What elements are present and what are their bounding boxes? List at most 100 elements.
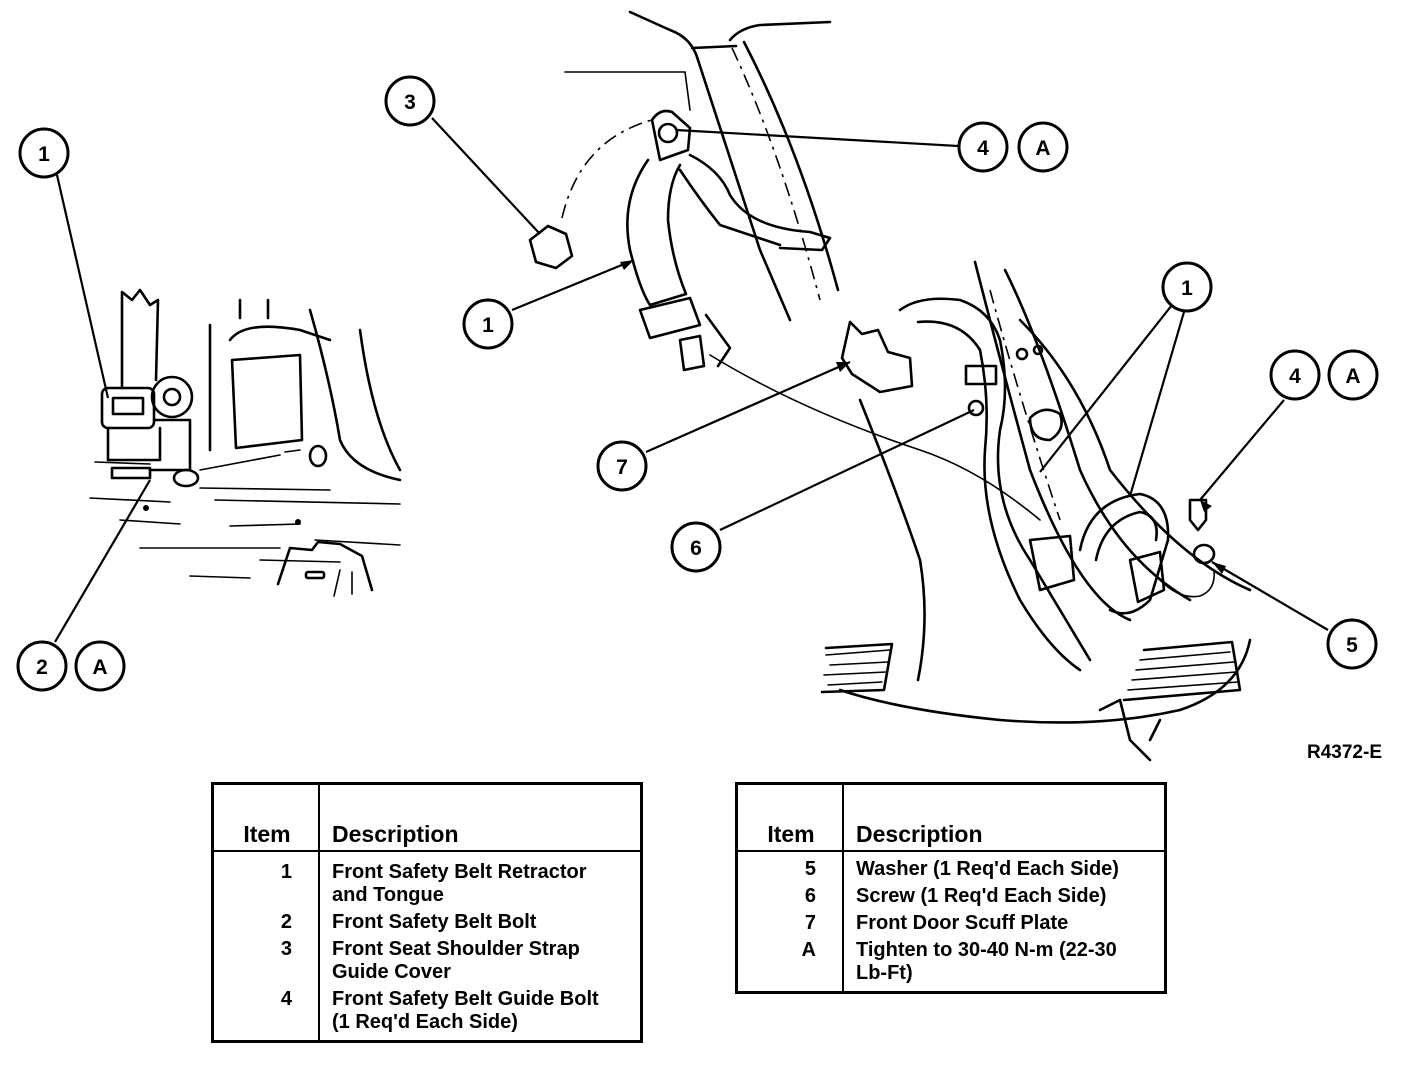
callout-label: 4 [977,137,989,160]
guide-bolt-head [659,124,677,142]
callout-cA-4top: A [1019,123,1067,171]
alignment-line [710,355,1040,520]
retractor-bracket [150,420,190,470]
pillar-rear-edge [744,42,838,290]
floor-nut [310,446,326,466]
description-line: Front Seat Shoulder Strap [332,938,580,960]
callout-label: A [92,656,107,679]
legend-row: 7 Front Door Scuff Plate [736,910,1166,937]
leader-7-arrowhead [836,362,850,372]
item-number: 6 [736,883,844,910]
roof-edge [730,22,830,40]
legend-header-row: Item Description [212,783,642,852]
bolt-axis [200,450,300,470]
description-line: Washer (1 Req'd Each Side) [856,858,1119,880]
legend-row: 5 Washer (1 Req'd Each Side) [736,856,1166,883]
legend-header-row: Item Description [736,783,1166,852]
exploded-view-illustration: 1 2 A 3 1 4 A 7 [0,0,1408,770]
item-number: 5 [736,856,844,883]
callout-label: 1 [482,314,494,337]
lower-retractor [1030,536,1074,590]
lower-anchor-plate [1130,552,1164,602]
floor-hole [295,519,301,525]
lower-belt-loop [1080,494,1168,613]
item-column-header: Item [212,783,320,852]
washer [1194,545,1214,563]
description-line: Guide Cover [332,961,451,983]
callout-c4-right: 4 [1271,351,1319,399]
description-line: Front Safety Belt Retractor [332,861,587,883]
floor-marks [334,570,352,596]
callout-c7: 7 [598,442,646,490]
lower-pillar-edge [860,400,925,680]
leader-1-mid [512,260,634,310]
callout-label: 2 [36,656,48,679]
guide-cover [530,226,572,268]
scuff-plate-left [822,644,892,692]
description-line: (1 Req'd Each Side) [332,1011,518,1033]
retractor-housing [102,388,154,428]
lower-belt-loop-inner [1096,512,1157,560]
callout-label: 4 [1289,365,1301,388]
legend-table-left: Item Description 1 Front Safety Belt Ret… [211,782,643,1043]
item-description: Washer (1 Req'd Each Side) [843,856,1166,883]
floor-hatching [90,462,400,578]
leader-7 [646,362,850,452]
leader-1-right-a [1040,305,1172,472]
legend-row: 2 Front Safety Belt Bolt [212,909,642,936]
pillar-front-edge [630,12,790,320]
anchor-bolt-head [174,470,198,486]
pillar-curve [310,310,400,480]
mount-bolt [1017,349,1027,359]
headliner-line [692,46,736,48]
leader-1-left [57,175,108,398]
description-column-header: Description [843,783,1166,852]
item-description: Front Safety Belt Bolt [319,909,642,936]
washer-alignment [1160,570,1214,597]
callout-c4-top: 4 [959,123,1007,171]
screw-head [969,401,983,415]
legend-row: 4 Front Safety Belt Guide Bolt(1 Req'd E… [212,986,642,1042]
hanging-belt [627,160,686,305]
description-column-header: Description [319,783,642,852]
cover-alignment-line [562,120,652,218]
callout-label: 3 [404,91,416,114]
item-number: 1 [212,859,320,909]
legend-row [212,851,642,859]
anchor-bolt [1190,500,1206,530]
trim-edge [706,315,730,366]
leader-6 [720,410,974,530]
item-number: 7 [736,910,844,937]
callout-c2: 2 [18,642,66,690]
callout-c3: 3 [386,77,434,125]
pointer-line [565,72,690,110]
floor-slot [306,572,324,578]
anchor-plate [112,468,150,478]
floor-detail [1100,700,1160,760]
item-number: 2 [212,909,320,936]
callout-label: 7 [616,456,628,479]
description-line: Front Safety Belt Bolt [332,911,537,933]
leader-1-right-b [1130,312,1184,496]
legend-row [736,851,1166,856]
description-line: and Tongue [332,884,444,906]
panel-slot [240,300,268,318]
scuff-plate-ribs [1128,652,1238,690]
pillar-inner-edge [1005,270,1190,600]
callout-c1-left: 1 [20,129,68,177]
floor-bracket [278,542,372,590]
belt-tongue [640,298,700,338]
callout-c1-right: 1 [1163,263,1211,311]
sill-edge [840,640,1250,722]
leader-5-arrowhead [1212,562,1226,574]
floor-hole [143,505,149,511]
pillar-curve-inner [360,330,400,470]
leader-4-right [1200,400,1284,500]
leader-5 [1212,562,1328,630]
upper-belt-strap [690,155,830,250]
callout-cA-4right: A [1329,351,1377,399]
item-number: 4 [212,986,320,1042]
item-column-header: Item [736,783,844,852]
